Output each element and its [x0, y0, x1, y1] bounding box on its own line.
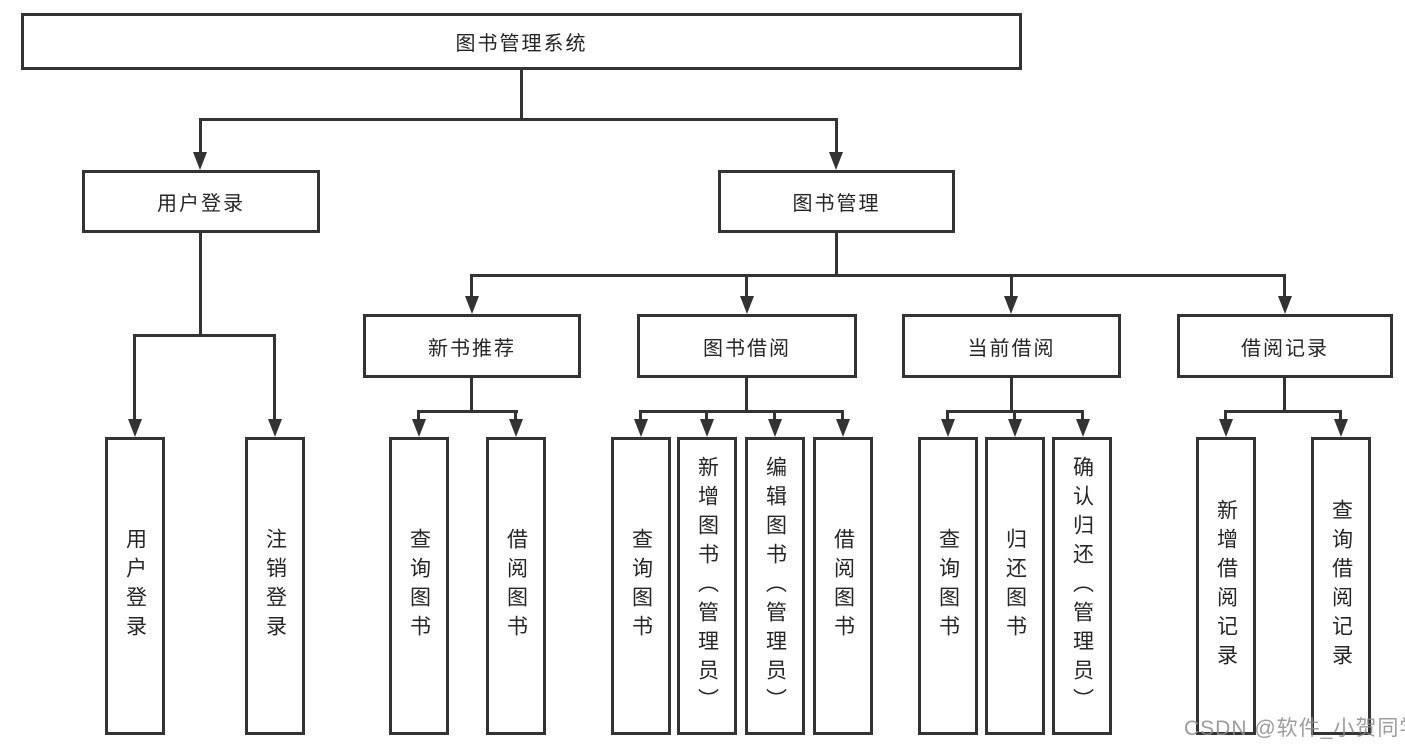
leaf-confirm-return-admin: 确认归还（管理员） — [1052, 437, 1112, 735]
leaf-borrow-books-recommend: 借阅图书 — [486, 437, 546, 735]
edge-drop-leaf — [1013, 410, 1016, 420]
node-book-borrowing: 图书借阅 — [637, 314, 857, 378]
leaf-query-borrow-record: 查询借阅记录 — [1311, 437, 1371, 735]
edge-drop-borrowing-records — [1283, 274, 1286, 296]
arrow-down-icon — [941, 419, 955, 437]
node-book-management: 图书管理 — [718, 170, 955, 233]
edge-drop-leaf — [417, 410, 420, 420]
leaf-label: 注销登录 — [263, 528, 287, 644]
node-root-system: 图书管理系统 — [21, 13, 1022, 70]
edge-new-book-stem — [470, 378, 473, 412]
leaf-query-books-current: 查询图书 — [918, 437, 978, 735]
leaf-logout: 注销登录 — [245, 437, 305, 735]
edge-drop-book-borrowing — [745, 274, 748, 296]
arrow-down-icon — [193, 152, 207, 170]
leaf-label: 查询图书 — [407, 528, 431, 644]
node-label: 借阅记录 — [1241, 337, 1329, 360]
leaf-label: 查询图书 — [936, 528, 960, 644]
leaf-add-borrow-record: 新增借阅记录 — [1196, 437, 1256, 735]
edge-book-mgmt-stem — [835, 233, 838, 275]
edge-new-book-rail — [417, 410, 518, 413]
leaf-borrow-books: 借阅图书 — [813, 437, 873, 735]
arrow-down-icon — [1076, 419, 1090, 437]
leaf-add-books-admin: 新增图书（管理员） — [677, 437, 737, 735]
edge-borrowing-records-stem — [1283, 378, 1286, 412]
arrow-down-icon — [1004, 296, 1018, 314]
arrow-down-icon — [829, 152, 843, 170]
leaf-label: 新增图书（管理员） — [695, 455, 719, 717]
leaf-return-books: 归还图书 — [985, 437, 1045, 735]
arrow-down-icon — [1278, 296, 1292, 314]
edge-drop-leaf — [1081, 410, 1084, 420]
edge-user-login-stem — [199, 233, 202, 337]
edge-drop-book-management — [835, 118, 838, 153]
csdn-watermark: CSDN @软件_小贺同学 — [1184, 717, 1405, 740]
edge-drop-leaf — [639, 410, 642, 420]
leaf-query-books-recommend: 查询图书 — [389, 437, 449, 735]
arrow-down-icon — [509, 419, 523, 437]
edge-book-mgmt-rail — [470, 274, 1286, 277]
arrow-down-icon — [740, 296, 754, 314]
edge-drop-leaf — [773, 410, 776, 420]
edge-drop-current-borrowing — [1010, 274, 1013, 296]
edge-drop-leaf — [133, 334, 136, 419]
node-label: 图书管理 — [792, 193, 881, 215]
edge-drop-leaf — [273, 334, 276, 419]
edge-current-borrowing-stem — [1010, 378, 1013, 412]
edge-drop-leaf — [946, 410, 949, 420]
leaf-label: 编辑图书（管理员） — [763, 455, 787, 717]
arrow-down-icon — [465, 296, 479, 314]
node-borrowing-records: 借阅记录 — [1177, 314, 1393, 378]
arrow-down-icon — [412, 419, 426, 437]
arrow-down-icon — [768, 419, 782, 437]
edge-drop-leaf — [1224, 410, 1227, 420]
edge-drop-user-login — [199, 118, 202, 153]
arrow-down-icon — [700, 419, 714, 437]
edge-book-borrowing-stem — [745, 378, 748, 412]
edge-user-login-rail — [133, 334, 276, 337]
node-current-borrowing: 当前借阅 — [902, 314, 1121, 378]
leaf-label: 查询图书 — [629, 528, 653, 644]
leaf-label: 用户登录 — [123, 528, 147, 644]
edge-root-stem — [520, 69, 523, 118]
arrow-down-icon — [1219, 419, 1233, 437]
leaf-label: 确认归还（管理员） — [1070, 455, 1094, 717]
edge-drop-leaf — [514, 410, 517, 420]
node-label: 图书管理系统 — [455, 33, 588, 55]
leaf-label: 归还图书 — [1003, 528, 1027, 644]
arrow-down-icon — [634, 419, 648, 437]
leaf-label: 新增借阅记录 — [1214, 499, 1238, 673]
edge-root-rail — [199, 118, 838, 121]
arrow-down-icon — [836, 419, 850, 437]
edge-drop-leaf — [841, 410, 844, 420]
node-label: 图书借阅 — [703, 337, 791, 360]
leaf-label: 借阅图书 — [504, 528, 528, 644]
leaf-edit-books-admin: 编辑图书（管理员） — [745, 437, 805, 735]
node-new-book-recommend: 新书推荐 — [363, 314, 581, 378]
node-label: 用户登录 — [157, 193, 245, 215]
edge-borrowing-records-rail — [1224, 410, 1342, 413]
leaf-label: 查询借阅记录 — [1329, 499, 1353, 673]
arrow-down-icon — [128, 419, 142, 437]
leaf-user-login: 用户登录 — [105, 437, 165, 735]
edge-drop-new-book — [470, 274, 473, 296]
arrow-down-icon — [268, 419, 282, 437]
leaf-label: 借阅图书 — [831, 528, 855, 644]
arrow-down-icon — [1008, 419, 1022, 437]
node-user-login: 用户登录 — [82, 170, 320, 233]
edge-drop-leaf — [1339, 410, 1342, 420]
edge-book-borrowing-rail — [639, 410, 844, 413]
leaf-query-books-borrowing: 查询图书 — [611, 437, 671, 735]
node-label: 新书推荐 — [428, 337, 516, 360]
arrow-down-icon — [1334, 419, 1348, 437]
edge-drop-leaf — [705, 410, 708, 420]
node-label: 当前借阅 — [967, 337, 1056, 360]
